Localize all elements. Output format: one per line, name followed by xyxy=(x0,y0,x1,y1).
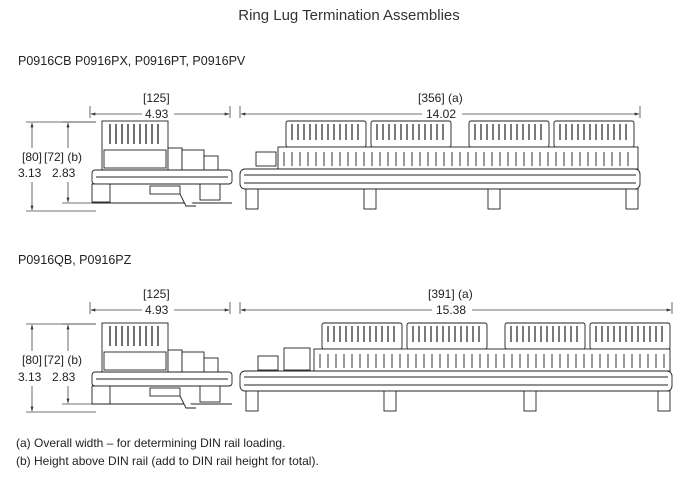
section-1-front-width-in: 14.02 xyxy=(426,107,457,121)
section-1-overall-height-mm: [80] xyxy=(22,150,43,164)
section-1-dimension-lines xyxy=(26,106,641,212)
section-2-rail-height-in: 2.83 xyxy=(52,370,76,384)
page-title: Ring Lug Termination Assemblies xyxy=(238,7,460,24)
section-2-rail-height-mm: [72] (b) xyxy=(44,353,83,367)
section-1-overall-height-in: 3.13 xyxy=(18,166,42,180)
section-1-front-view xyxy=(239,120,641,210)
section-2-front-width-mm: [391] (a) xyxy=(428,287,473,301)
section-2-dimension-lines xyxy=(26,302,673,413)
section-1-models: P0916CB P0916PX, P0916PT, P0916PV xyxy=(18,54,246,68)
section-2-side-view xyxy=(91,322,233,409)
section-1-side-width-mm: [125] xyxy=(143,91,170,105)
section-2-overall-height-mm: [80] xyxy=(22,353,43,367)
note-b: (b) Height above DIN rail (add to DIN ra… xyxy=(16,454,319,468)
section-2-front-view xyxy=(239,322,673,412)
section-2-front-width-in: 15.38 xyxy=(436,303,467,317)
note-a: (a) Overall width – for determining DIN … xyxy=(16,436,286,450)
section-1-front-width-mm: [356] (a) xyxy=(418,91,463,105)
section-2-overall-height-in: 3.13 xyxy=(18,370,42,384)
section-2-side-width-mm: [125] xyxy=(143,287,170,301)
section-1-side-view xyxy=(91,120,233,207)
section-1-side-width-in: 4.93 xyxy=(145,107,169,121)
section-1-rail-height-in: 2.83 xyxy=(52,166,76,180)
section-1-rail-height-mm: [72] (b) xyxy=(44,150,83,164)
section-2-side-width-in: 4.93 xyxy=(145,303,169,317)
section-2-models: P0916QB, P0916PZ xyxy=(18,253,132,267)
